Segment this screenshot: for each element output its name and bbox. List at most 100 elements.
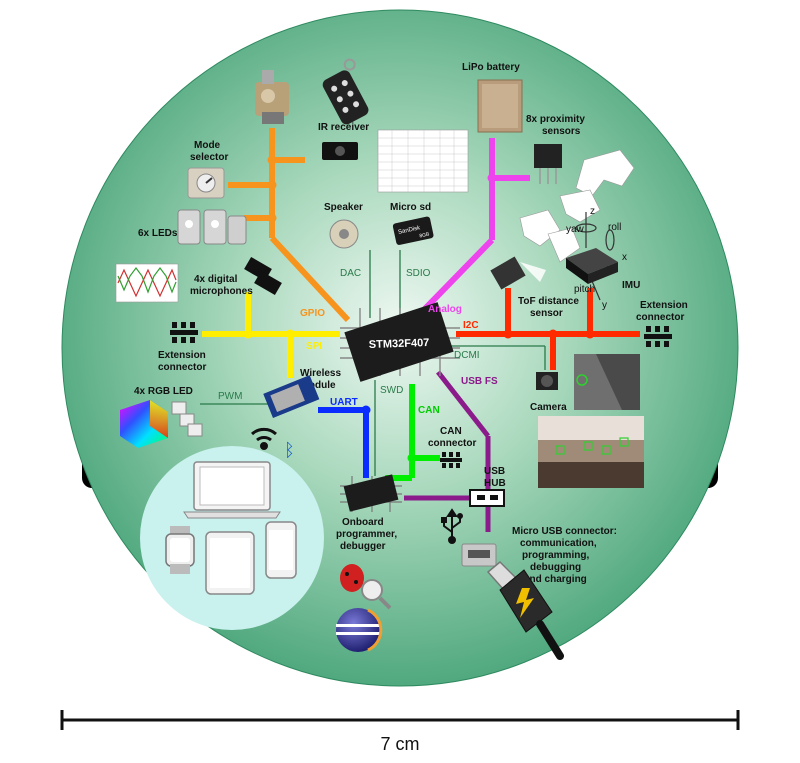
sd-brand-text: SanDisk xyxy=(398,225,422,236)
imu-axis-z: z xyxy=(590,206,595,217)
programmer-label-2: programmer, xyxy=(336,529,397,540)
proximity-label-2: sensors xyxy=(542,126,581,137)
scale-bar xyxy=(60,710,740,730)
occupancy-map-image xyxy=(519,149,635,263)
programmer-chip-image xyxy=(340,474,402,512)
lipo-label: LiPo battery xyxy=(462,62,520,73)
wifi-icon xyxy=(251,427,277,450)
usb-symbol-icon xyxy=(441,508,463,544)
speaker-image xyxy=(329,219,359,249)
programmer-label-1: Onboard xyxy=(342,517,384,528)
bus-label-swd: SWD xyxy=(380,385,403,396)
can-connector-label-2: connector xyxy=(428,438,476,449)
rgb-cube-image xyxy=(120,400,168,448)
smartphone-icon xyxy=(265,521,297,579)
ir-remote-image xyxy=(322,58,369,125)
charging-cable-icon xyxy=(486,560,564,660)
analog-junction xyxy=(487,173,497,183)
bus-label-dac: DAC xyxy=(340,268,361,279)
bus-label-gpio: GPIO xyxy=(300,308,325,319)
stepper-motor-image xyxy=(255,70,289,124)
sd-size-text: 8GB xyxy=(419,231,431,239)
laptop-icon xyxy=(183,461,281,519)
face-detection-photo xyxy=(538,416,644,488)
smartwatch-icon xyxy=(165,526,195,574)
ext-right-label-2: connector xyxy=(636,312,684,323)
spi-bus xyxy=(202,292,340,378)
imu-label: IMU xyxy=(622,280,640,291)
wireless-label-2: module xyxy=(300,380,336,391)
usb-hub-label-1: USB xyxy=(484,466,505,477)
analog-bus xyxy=(413,138,530,321)
speaker-label: Speaker xyxy=(324,202,363,213)
usb-connector-label-5: and charging xyxy=(524,574,587,585)
scale-label: 7 cm xyxy=(380,734,419,754)
usb-hub-label-2: HUB xyxy=(484,478,506,489)
spi-junctions xyxy=(243,329,295,339)
ir-receiver-chip-image xyxy=(322,142,358,160)
mcu-label: STM32F407 xyxy=(369,337,430,351)
wireless-label-1: Wireless xyxy=(300,368,341,379)
can-junction xyxy=(407,453,417,463)
usb-bus xyxy=(404,370,491,532)
mode-selector-label-1: Mode xyxy=(194,140,221,151)
camera-module-image xyxy=(536,372,558,390)
ir-receiver-label: IR receiver xyxy=(318,122,369,133)
proximity-label-1: 8x proximity xyxy=(526,114,585,125)
can-connector-label-1: CAN xyxy=(440,426,462,437)
extension-connector-left-icon xyxy=(170,322,198,343)
tablet-icon xyxy=(205,531,255,595)
bus-label-can: CAN xyxy=(418,405,440,416)
camera-frame-photo xyxy=(574,354,640,410)
uart-junction xyxy=(361,405,371,415)
mcu-chip: STM32F407 xyxy=(340,302,460,382)
gpio-junctions xyxy=(267,155,277,223)
imu-axis-pitch: pitch xyxy=(574,284,595,295)
bus-label-i2c: I2C xyxy=(463,320,479,331)
imu-chip-image xyxy=(566,248,618,284)
micro-sd-label: Micro sd xyxy=(390,202,431,213)
imu-axis-yaw: yaw xyxy=(566,224,585,235)
tof-sensor-image xyxy=(490,256,546,290)
imu-axis-x: x xyxy=(622,252,627,263)
register-table-image xyxy=(377,129,469,193)
waveform-plot-image xyxy=(115,263,179,303)
proximity-sensor-image xyxy=(534,144,562,184)
lipo-battery-image xyxy=(477,79,523,133)
programmer-label-3: debugger xyxy=(340,541,386,552)
can-connector-icon xyxy=(440,452,462,468)
ext-left-label-1: Extension xyxy=(158,350,206,361)
camera-label: Camera xyxy=(530,402,567,413)
bus-label-spi: SPI xyxy=(306,341,322,352)
tof-label-1: ToF distance xyxy=(518,296,579,307)
leds-label: 6x LEDs xyxy=(138,228,178,239)
usb-connector-label-1: Micro USB connector: xyxy=(512,526,617,537)
bus-label-uart: UART xyxy=(330,397,358,408)
usb-connector-label-4: debugging xyxy=(530,562,581,573)
leds-image xyxy=(177,209,247,245)
microphones-image xyxy=(244,256,282,296)
micro-sd-image: SanDisk 8GB xyxy=(392,216,434,245)
tof-label-2: sensor xyxy=(530,308,563,319)
microphones-label-1: 4x digital xyxy=(194,274,238,285)
i2c-junctions xyxy=(503,329,595,339)
microphones-label-2: microphones xyxy=(190,286,253,297)
i2c-bus xyxy=(456,288,640,370)
imu-axis-roll: roll xyxy=(608,222,621,233)
rgb-led-chips-image xyxy=(171,401,203,437)
ext-left-label-2: connector xyxy=(158,362,206,373)
mode-selector-image xyxy=(187,167,225,199)
bus-label-dcmi: DCMI xyxy=(454,350,480,361)
debug-bug-icon xyxy=(340,564,392,610)
usb-connector-label-3: programming, xyxy=(522,550,589,561)
bus-label-sdio: SDIO xyxy=(406,268,431,279)
eclipse-ide-icon xyxy=(336,608,383,652)
rgb-led-label: 4x RGB LED xyxy=(134,386,193,397)
usb-hub-box xyxy=(469,489,505,507)
uart-bus xyxy=(318,407,369,478)
extension-connector-right-icon xyxy=(644,326,672,347)
mode-selector-label-2: selector xyxy=(190,152,228,163)
usb-connector-label-2: communication, xyxy=(520,538,597,549)
ext-right-label-1: Extension xyxy=(640,300,688,311)
